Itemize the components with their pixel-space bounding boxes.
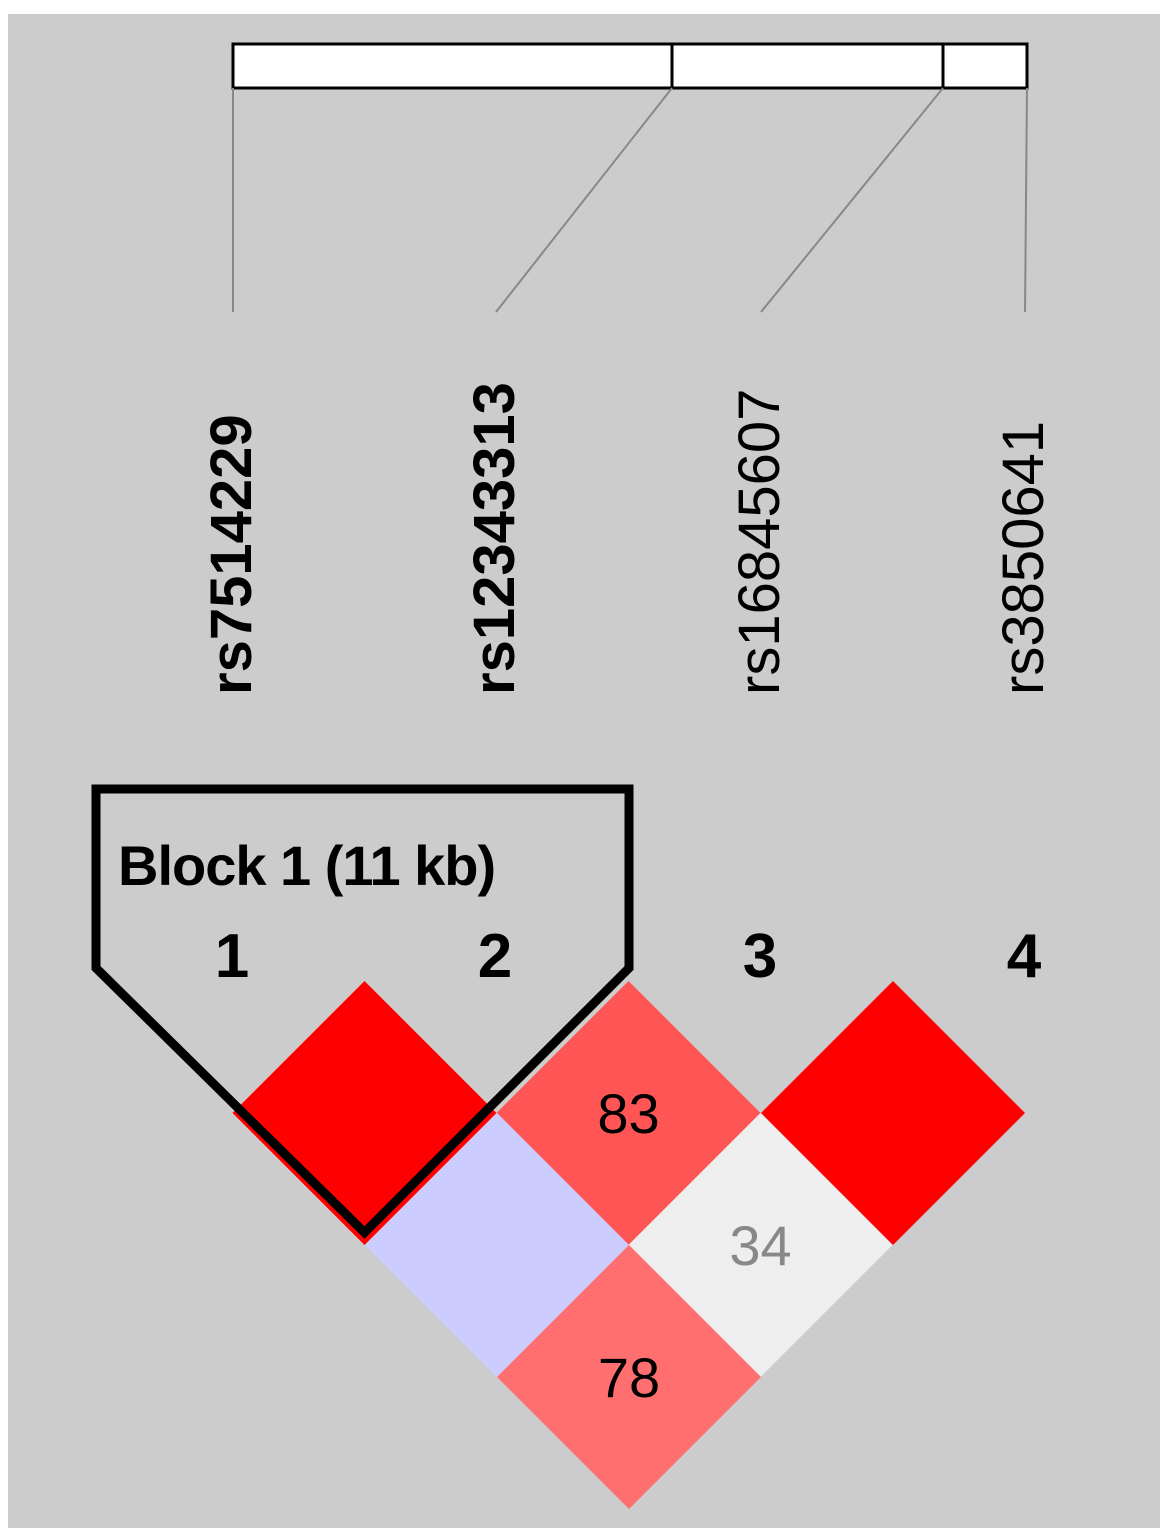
block-label: Block 1 (11 kb) xyxy=(118,834,496,897)
ld-value-1-4: 78 xyxy=(598,1346,660,1409)
snp-connector-4 xyxy=(1024,87,1028,313)
ld-value-2-3: 83 xyxy=(597,1082,659,1145)
ld-cell-3-4 xyxy=(761,981,1025,1245)
snp-index-3: 3 xyxy=(742,922,778,991)
ld-value-2-4: 34 xyxy=(729,1214,791,1277)
snp-index-1: 1 xyxy=(214,922,250,991)
snp-name-1: rs7514229 xyxy=(199,414,264,695)
snp-connector-2 xyxy=(495,87,673,313)
snp-name-4: rs3850641 xyxy=(991,420,1056,695)
snp-name-2: rs12343313 xyxy=(462,382,527,695)
haplotype-block-outline xyxy=(91,784,634,1239)
ld-cell-1-4 xyxy=(497,1245,761,1509)
snp-connector-3 xyxy=(760,87,944,313)
physical-map-bar xyxy=(231,42,1029,90)
snp-index-4: 4 xyxy=(1006,922,1042,991)
snp-name-3: rs16845607 xyxy=(727,388,792,695)
ld-cell-1-2 xyxy=(232,981,497,1245)
snp-index-2: 2 xyxy=(477,922,513,991)
